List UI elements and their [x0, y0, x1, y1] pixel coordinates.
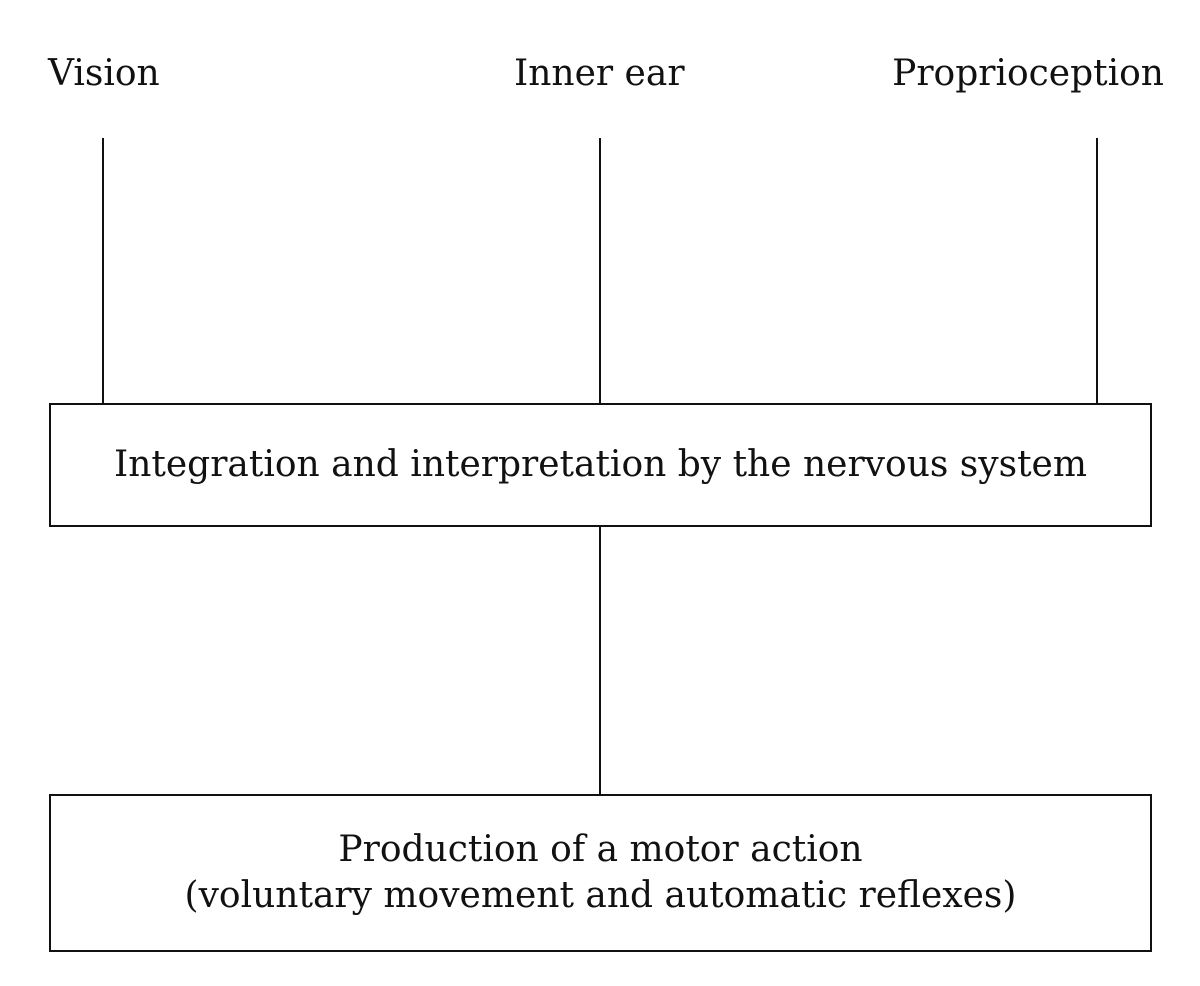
input-label-proprioception: Proprioception: [892, 53, 1164, 94]
connector-proprioception: [1096, 138, 1098, 404]
input-label-vision: Vision: [48, 53, 160, 94]
connector-integration-to-motor: [599, 526, 601, 794]
integration-text: Integration and interpretation by the ne…: [113, 444, 1087, 485]
motor-action-line2: (voluntary movement and automatic reflex…: [184, 875, 1017, 916]
connector-vision: [102, 138, 104, 404]
motor-action-line1: Production of a motor action: [338, 829, 863, 870]
input-label-inner-ear: Inner ear: [514, 53, 685, 94]
motor-action-box: Production of a motor action (voluntary …: [49, 794, 1152, 952]
integration-box: Integration and interpretation by the ne…: [49, 403, 1152, 527]
connector-inner-ear: [599, 138, 601, 404]
